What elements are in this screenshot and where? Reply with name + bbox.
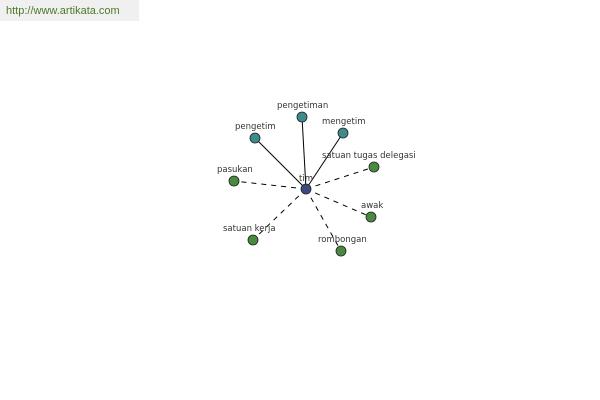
node-label-tim[interactable]: tim [299, 174, 313, 184]
url-banner: http://www.artikata.com [0, 0, 139, 21]
edge-pasukan [233, 180, 307, 190]
edge-rombongan [305, 188, 342, 252]
node-pengetiman[interactable] [296, 111, 308, 123]
graph-labels: pengetiman mengetim pengetim satuan tugas d… [217, 101, 416, 245]
node-label-rombongan[interactable]: rombongan [318, 235, 367, 245]
node-label-pasukan[interactable]: pasukan [217, 165, 253, 175]
node-mengetim[interactable] [337, 127, 349, 139]
edge-pengetiman [301, 116, 307, 190]
node-label-mengetim[interactable]: mengetim [322, 117, 366, 127]
node-satuan-kerja[interactable] [247, 234, 259, 246]
center-node-tim[interactable] [300, 183, 312, 195]
node-pengetim[interactable] [249, 132, 261, 144]
graph-nodes [228, 111, 380, 257]
node-label-satuan-tugas-delegasi[interactable]: satuan tugas delegasi [322, 151, 416, 161]
site-url-link[interactable]: http://www.artikata.com [6, 5, 120, 17]
edge-awak [305, 188, 372, 218]
edge-pengetim [254, 137, 307, 190]
node-rombongan[interactable] [335, 245, 347, 257]
edge-satuan-tugas-delegasi [305, 166, 375, 190]
edge-mengetim [305, 132, 344, 190]
node-label-pengetiman[interactable]: pengetiman [277, 101, 328, 111]
graph-edges [233, 116, 375, 252]
node-satuan-tugas-delegasi[interactable] [368, 161, 380, 173]
edge-satuan-kerja [252, 188, 307, 241]
node-label-satuan-kerja[interactable]: satuan kerja [223, 224, 276, 234]
node-awak[interactable] [365, 211, 377, 223]
node-label-awak[interactable]: awak [361, 201, 383, 211]
node-pasukan[interactable] [228, 175, 240, 187]
node-label-pengetim[interactable]: pengetim [235, 122, 276, 132]
